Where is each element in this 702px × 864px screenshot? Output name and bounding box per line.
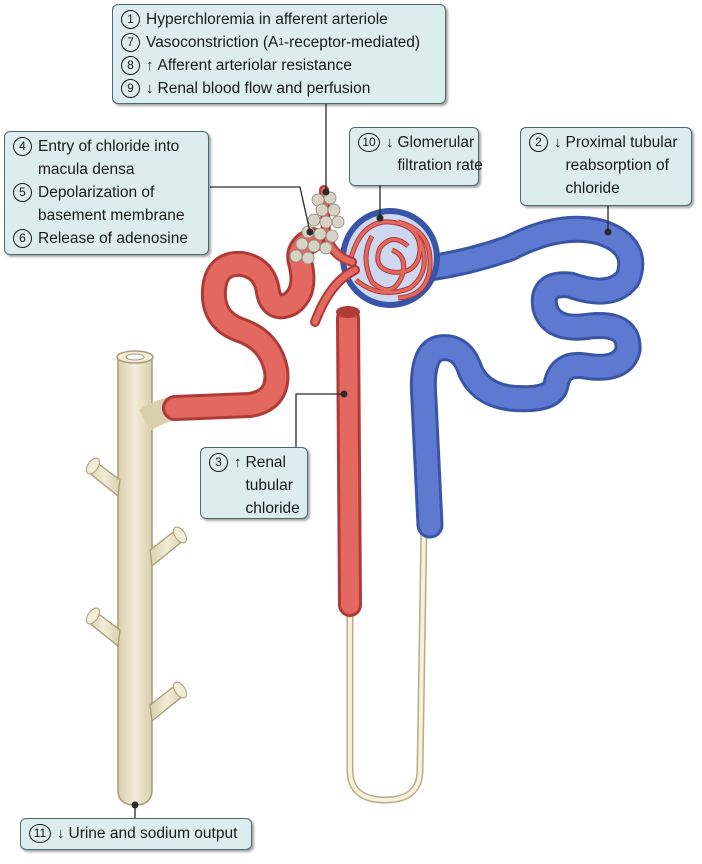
up-arrow-icon: ↑ [234, 454, 242, 471]
callout-glomerular-filtration: 10 ↓ Glomerular filtration rate [349, 127, 483, 186]
step-number-10: 10 [358, 133, 380, 152]
juxtaglomerular-apparatus [289, 191, 345, 265]
callout-renal-tubular-chloride: 3 ↑ Renal tubular chloride [200, 447, 308, 519]
step-text-5: Depolarization of basement membrane [38, 184, 185, 224]
callout-macula-densa: 4 Entry of chloride into macula densa 5 … [4, 131, 209, 255]
callout-urine-output: 11 ↓ Urine and sodium output [20, 818, 252, 850]
callout-line-5: 5 Depolarization of basement membrane [13, 181, 200, 227]
step-text-6: Release of adenosine [38, 230, 188, 247]
glomerulus [340, 208, 440, 308]
step-number-9: 9 [121, 79, 140, 98]
callout-line-8: 8 ↑ Afferent arteriolar resistance [121, 54, 437, 77]
step-text-7: Vasoconstriction (A [146, 34, 279, 51]
step-text-3: Renal tubular chloride [245, 454, 300, 517]
callout-afferent-arteriole: 1 Hyperchloremia in afferent arteriole 7… [112, 4, 446, 104]
callout-line-1: 1 Hyperchloremia in afferent arteriole [121, 8, 437, 31]
step-number-5: 5 [13, 183, 32, 202]
step-text-10: Glomerular filtration rate [397, 134, 483, 174]
step-number-2: 2 [529, 133, 548, 152]
step-text-2: Proximal tubular reabsorption of chlorid… [565, 134, 678, 197]
up-arrow-icon: ↑ [146, 57, 154, 74]
step-text-7-after: -receptor-mediated) [283, 34, 421, 51]
down-arrow-icon: ↓ [146, 80, 154, 97]
step-text-4: Entry of chloride into macula densa [38, 138, 180, 178]
step-text-11: Urine and sodium output [68, 825, 238, 842]
down-arrow-icon: ↓ [386, 134, 394, 151]
callout-line-9: 9 ↓ Renal blood flow and perfusion [121, 77, 437, 100]
callout-line-4: 4 Entry of chloride into macula densa [13, 135, 200, 181]
step-number-11: 11 [29, 824, 51, 843]
leader-line-3 [295, 393, 344, 447]
down-arrow-icon: ↓ [57, 825, 65, 842]
callout-line-2: 2 ↓ Proximal tubular reabsorption of chl… [529, 131, 683, 200]
leader-line-4 [210, 186, 311, 233]
step-text-9: Renal blood flow and perfusion [157, 80, 371, 97]
step-number-8: 8 [121, 56, 140, 75]
receptor-subscript: 1 [278, 37, 284, 48]
step-number-6: 6 [13, 229, 32, 248]
callout-proximal-tubule: 2 ↓ Proximal tubular reabsorption of chl… [520, 127, 692, 206]
callout-line-6: 6 Release of adenosine [13, 227, 200, 250]
step-number-1: 1 [121, 10, 140, 29]
step-text-1: Hyperchloremia in afferent arteriole [146, 11, 388, 28]
callout-line-3: 3 ↑ Renal tubular chloride [209, 451, 300, 520]
step-number-3: 3 [209, 453, 228, 472]
step-number-4: 4 [13, 137, 32, 156]
callout-line-11: 11 ↓ Urine and sodium output [29, 822, 243, 845]
step-number-7: 7 [121, 33, 140, 52]
collecting-duct [85, 350, 188, 806]
callout-line-10: 10 ↓ Glomerular filtration rate [358, 131, 483, 177]
step-text-8: Afferent arteriolar resistance [157, 57, 352, 74]
down-arrow-icon: ↓ [554, 134, 562, 151]
